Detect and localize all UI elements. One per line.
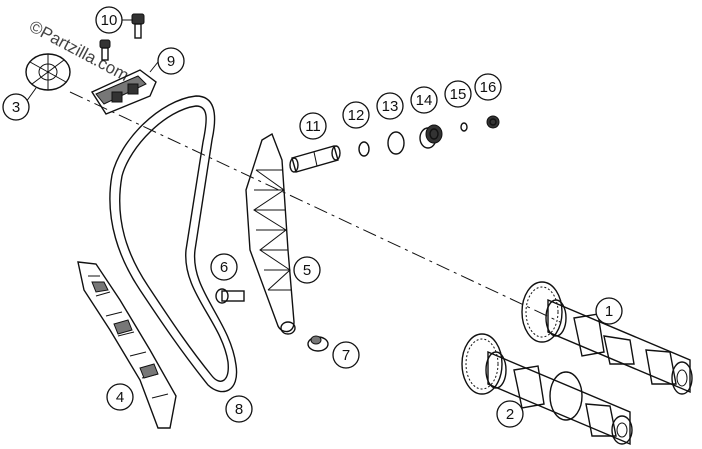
part-7-pivot-bolt[interactable]: [307, 335, 329, 352]
svg-text:13: 13: [382, 98, 399, 115]
callout-7[interactable]: 7: [332, 341, 360, 369]
callout-11[interactable]: 11: [299, 112, 327, 140]
part-6-bolt[interactable]: [215, 288, 245, 304]
callout-8[interactable]: 8: [225, 395, 253, 423]
part-3-tensioner-cap[interactable]: [25, 53, 71, 91]
part-12-o-ring[interactable]: [358, 141, 370, 157]
svg-text:6: 6: [220, 259, 228, 276]
svg-text:3: 3: [12, 99, 20, 116]
callout-1[interactable]: 1: [595, 297, 623, 325]
part-5-tensioner-guide[interactable]: [245, 132, 296, 335]
svg-text:14: 14: [416, 92, 433, 109]
callout-12[interactable]: 12: [342, 101, 370, 129]
part-9-tensioner-body[interactable]: [90, 69, 157, 115]
svg-text:8: 8: [235, 401, 243, 418]
part-14-plug[interactable]: [419, 124, 443, 149]
svg-text:16: 16: [480, 79, 497, 96]
svg-text:10: 10: [101, 12, 118, 29]
callout-5[interactable]: 5: [293, 256, 321, 284]
svg-text:7: 7: [342, 347, 350, 364]
part-4-fixed-chain-guide[interactable]: [77, 261, 177, 429]
callout-14[interactable]: 14: [410, 86, 438, 114]
part-1-camshaft[interactable]: [521, 281, 693, 395]
callout-10[interactable]: 10: [95, 6, 123, 34]
svg-text:1: 1: [605, 303, 613, 320]
part-15-washer[interactable]: [460, 122, 468, 132]
svg-text:4: 4: [116, 389, 124, 406]
svg-text:12: 12: [348, 107, 365, 124]
part-11-sleeve[interactable]: [289, 145, 341, 173]
callout-13[interactable]: 13: [376, 92, 404, 120]
part-8-timing-chain[interactable]: [109, 95, 238, 393]
svg-text:11: 11: [305, 118, 321, 135]
callout-9[interactable]: 9: [157, 47, 185, 75]
svg-text:9: 9: [167, 53, 175, 70]
part-16-plug[interactable]: [486, 115, 500, 129]
callout-2[interactable]: 2: [496, 400, 524, 428]
part-10-bolt[interactable]: [131, 13, 145, 39]
svg-text:5: 5: [303, 262, 311, 279]
callout-16[interactable]: 16: [474, 73, 502, 101]
callout-6[interactable]: 6: [210, 253, 238, 281]
callout-3[interactable]: 3: [2, 93, 30, 121]
part-13-o-ring[interactable]: [387, 131, 405, 155]
callout-15[interactable]: 15: [444, 80, 472, 108]
callout-4[interactable]: 4: [106, 383, 134, 411]
svg-text:15: 15: [450, 86, 467, 103]
part-10-small-bolt[interactable]: [99, 39, 111, 61]
svg-text:2: 2: [506, 406, 514, 423]
part-2-camshaft[interactable]: [461, 333, 633, 446]
